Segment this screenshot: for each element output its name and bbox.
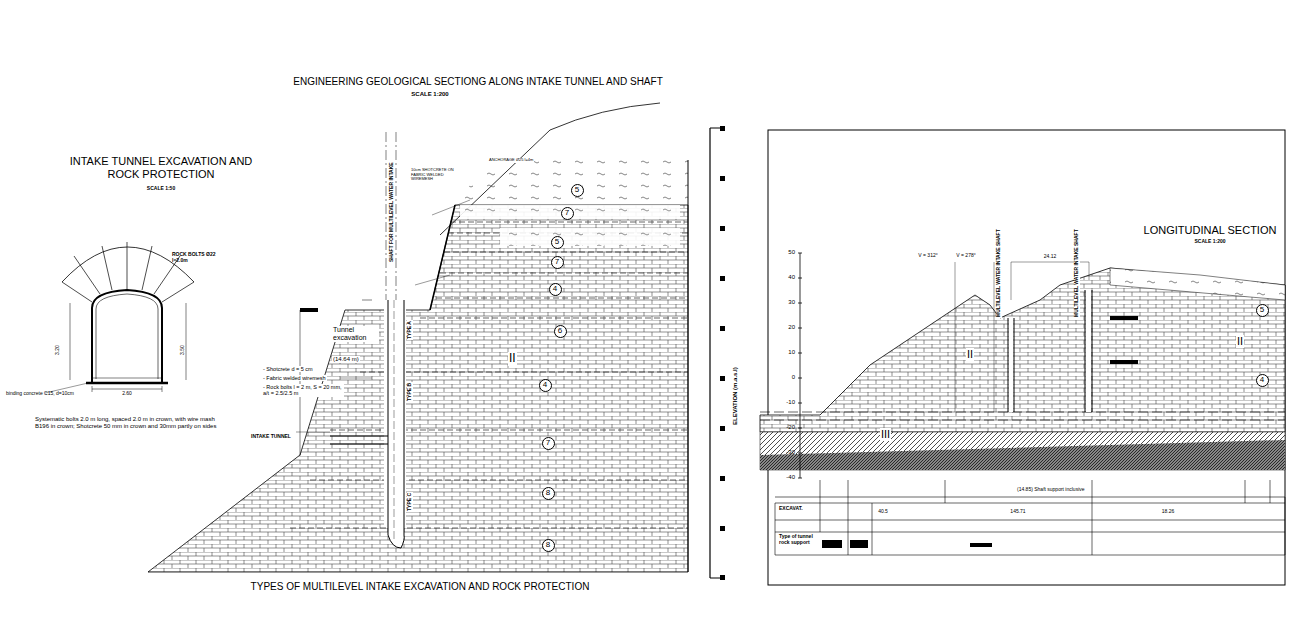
callout-number: 5	[555, 238, 559, 246]
tunnel-label: INTAKE TUNNEL	[250, 434, 292, 440]
callout-circle: 8	[542, 487, 555, 500]
axis-number: 20	[788, 324, 795, 331]
callout-circle: 5	[551, 236, 564, 249]
callout-circle: 5	[571, 184, 584, 197]
axis-number: -30	[786, 449, 795, 456]
axis-number: 10	[788, 349, 795, 356]
callout-number: 4	[543, 381, 547, 389]
callout-number: 7	[555, 258, 559, 266]
section-label: SCALE 1:200	[1194, 239, 1225, 245]
section-label: 40.5	[877, 509, 889, 515]
callout-circle: 4	[549, 283, 562, 296]
tunnel-profile	[45, 242, 194, 393]
type-label: TYPE C	[407, 492, 413, 512]
section-heading: INTAKE TUNNEL EXCAVATION AND ROCK PROTEC…	[61, 155, 261, 180]
section-label: III	[880, 428, 891, 441]
callout-number: 7	[546, 439, 550, 447]
rock-class: II	[508, 352, 517, 366]
callout-circle: 8	[542, 539, 555, 552]
section-label: II	[966, 348, 974, 361]
scale-note: SCALE 1:50	[147, 186, 175, 192]
section-label: 145.71	[1009, 509, 1026, 515]
callout-circle: 5	[1256, 304, 1269, 317]
drawing-title: ENGINEERING GEOLOGICAL SECTIONG ALONG IN…	[293, 76, 663, 88]
callout-number: 4	[1260, 376, 1264, 384]
bolt-note: ROCK BOLTS Ø22 l=2.0m	[172, 252, 217, 264]
callout-circle: 6	[554, 325, 567, 338]
section-label: Type of tunnel rock support	[779, 534, 817, 546]
excavation-label: Tunnel excavation	[332, 326, 379, 342]
callout-circle: 4	[539, 379, 552, 392]
axis-number: -20	[786, 424, 795, 431]
axis-number: 40	[788, 274, 795, 281]
dimension: 3.20	[55, 345, 61, 355]
callout-circle: 7	[542, 437, 555, 450]
section-label: V = 278°	[956, 253, 975, 259]
section-label: ELEVATION (m.a.s.l)	[732, 367, 739, 425]
axis-number: -10	[786, 399, 795, 406]
section-label: V = 312°	[918, 253, 937, 259]
callout-circle: 7	[561, 207, 574, 220]
callout-number: 5	[1260, 306, 1264, 314]
axis-number: 50	[788, 249, 795, 256]
support-note: - Fabric welded wiremesh	[262, 375, 327, 381]
callout-circle: 4	[1256, 374, 1269, 387]
concrete-note: binding concrete C15, d=10cm	[6, 391, 74, 397]
support-note: - Rock bolts l = 2 m, S = 20 mm, a/t = 2…	[262, 384, 344, 397]
drawing-caption: TYPES OF MULTILEVEL INTAKE EXCAVATION AN…	[251, 581, 590, 593]
dimension: 3.50	[180, 345, 186, 355]
shotcrete-note: 10cm SHOTCRETE ON FABRIC WELDED WIREMESH	[410, 168, 467, 182]
type-label: TYPE B	[407, 382, 413, 402]
scale-note: SCALE 1:200	[411, 91, 448, 98]
type-label: TYPE A	[407, 320, 413, 340]
axis-number: -40	[786, 474, 795, 481]
callout-circle: 7	[551, 256, 564, 269]
section-label: MULTILEVEL WATER INTAKE SHAFT	[996, 228, 1002, 318]
dimension: (14.64 m)	[332, 356, 360, 363]
section-label: 18.26	[1161, 509, 1176, 515]
callout-number: 7	[565, 209, 569, 217]
dimension: 2.60	[122, 391, 132, 397]
axis-number: 30	[788, 299, 795, 306]
geological-section	[148, 103, 725, 580]
callout-number: 5	[575, 186, 579, 194]
callout-number: 6	[558, 327, 562, 335]
section-label: EXCAVAT.	[779, 506, 803, 512]
support-note: - Shotcrete d = 5 cm	[262, 366, 314, 372]
section-label: MULTILEVEL WATER INTAKE SHAFT	[1074, 228, 1080, 318]
section-label: (14.85) Shaft support inclusive	[1016, 487, 1086, 493]
support-note: Systematic bolts 2.0 m long, spaced 2.0 …	[35, 416, 230, 430]
section-label: 24.12	[1043, 254, 1058, 260]
callout-number: 4	[553, 285, 557, 293]
callout-number: 8	[546, 489, 550, 497]
section-label: LONGITUDINAL SECTION	[1144, 224, 1277, 237]
longitudinal-section	[760, 130, 1285, 585]
shaft-label: SHAFT FOR MULTILEVEL WATER INTAKE	[389, 162, 395, 262]
callout-number: 8	[546, 541, 550, 549]
anchor-note: ANCHORAGE Ø25 l=4m	[488, 158, 534, 163]
section-label: II	[1236, 335, 1244, 348]
axis-number: 0	[792, 374, 795, 381]
